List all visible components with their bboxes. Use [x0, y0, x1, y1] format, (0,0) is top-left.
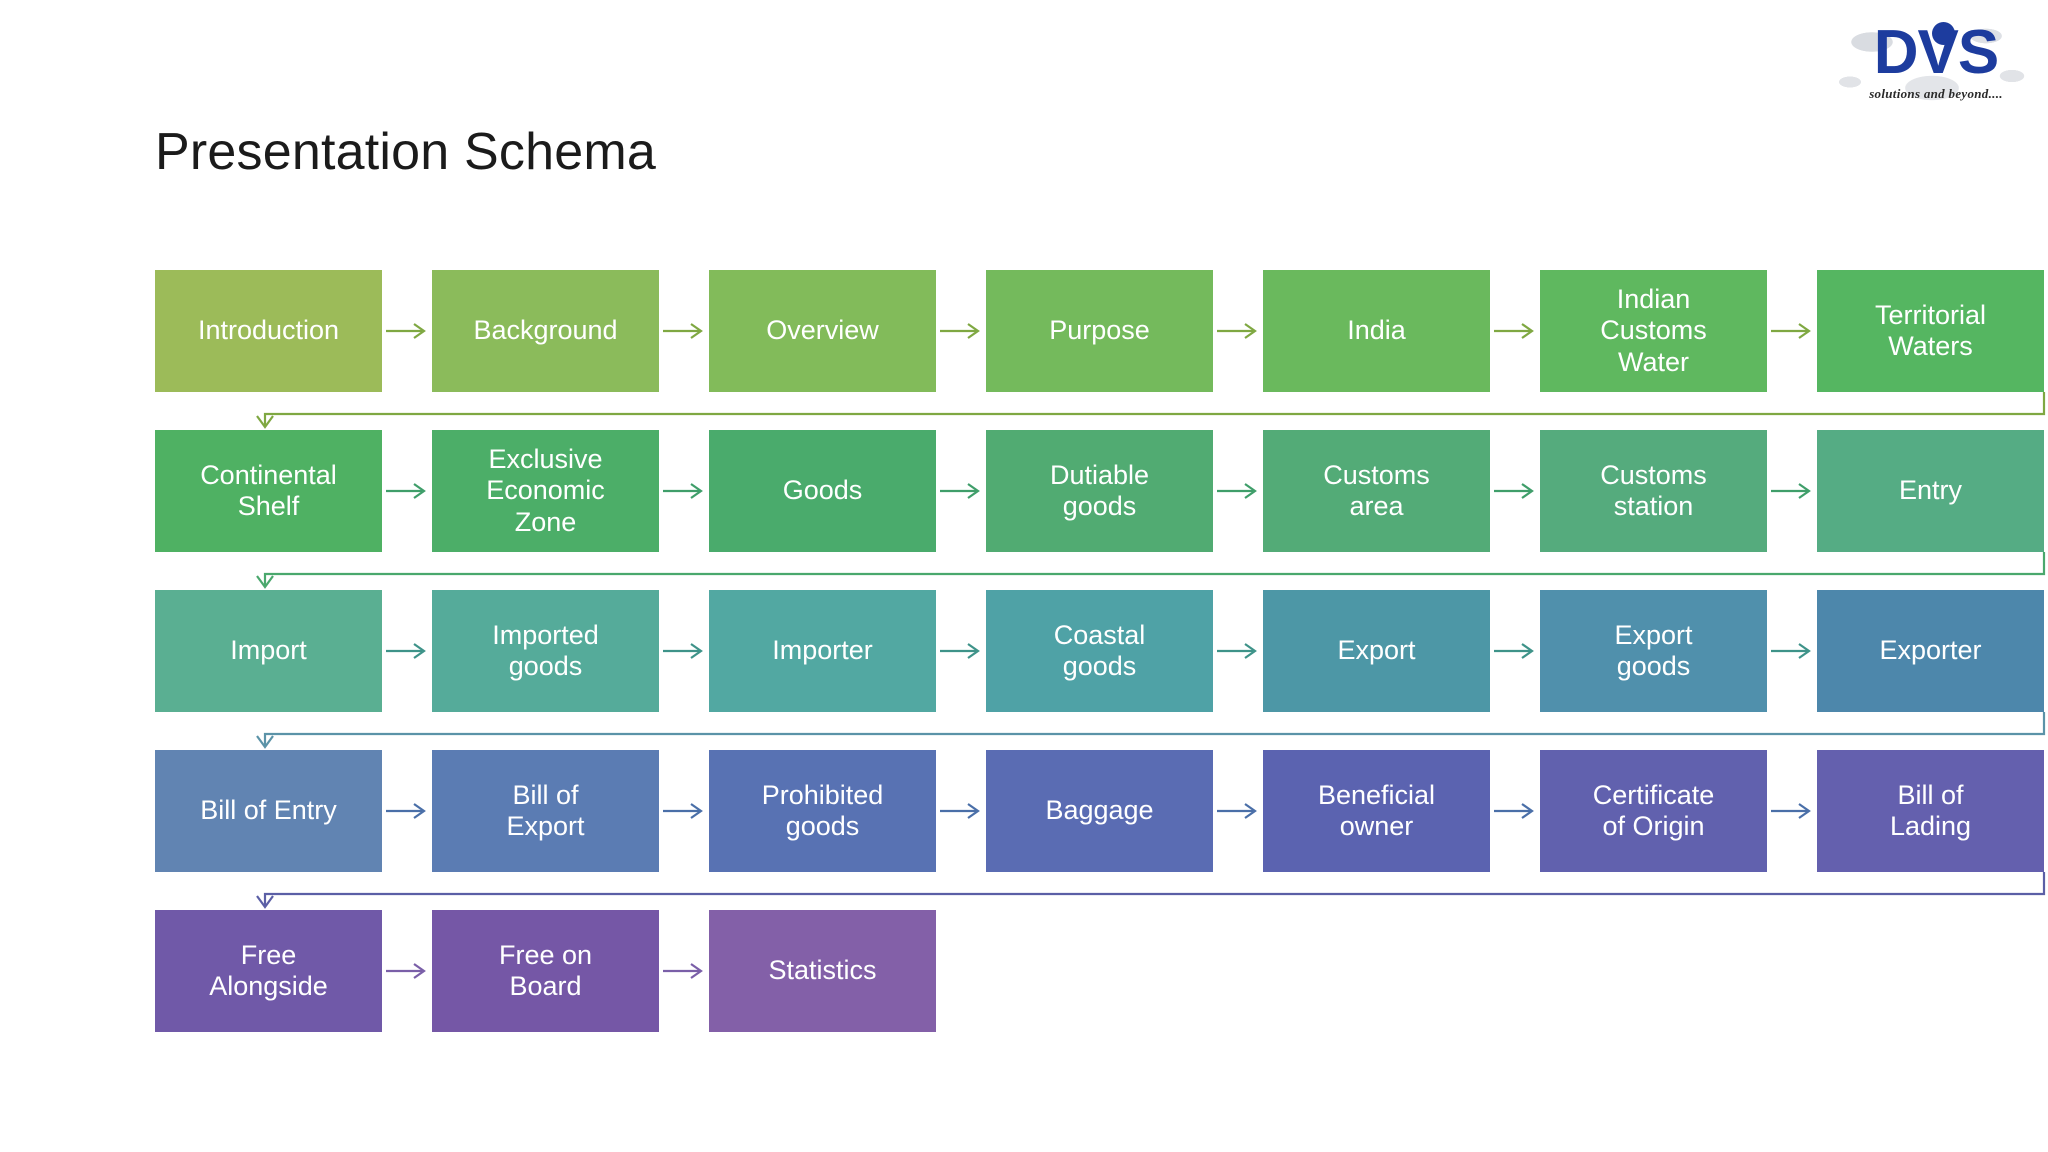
flow-arrow-icon — [659, 270, 709, 392]
flow-node[interactable]: Baggage — [986, 750, 1213, 872]
flow-node[interactable]: Bill of Lading — [1817, 750, 2044, 872]
dvs-logo: DVS solutions and beyond.... — [1836, 14, 2036, 122]
flow-node[interactable]: Importer — [709, 590, 936, 712]
flow-arrow-icon — [1490, 750, 1540, 872]
flow-node[interactable]: Entry — [1817, 430, 2044, 552]
flow-arrow-icon — [1767, 590, 1817, 712]
flow-node[interactable]: Customs station — [1540, 430, 1767, 552]
flow-arrow-icon — [1767, 430, 1817, 552]
flow-node[interactable]: Exclusive Economic Zone — [432, 430, 659, 552]
logo-tagline: solutions and beyond.... — [1869, 86, 2003, 101]
flow-arrow-icon — [1213, 430, 1263, 552]
flow-node[interactable]: Territorial Waters — [1817, 270, 2044, 392]
flow-arrow-icon — [659, 590, 709, 712]
flow-node[interactable]: Coastal goods — [986, 590, 1213, 712]
flow-node[interactable]: Purpose — [986, 270, 1213, 392]
flow-node[interactable]: Exporter — [1817, 590, 2044, 712]
flow-arrow-icon — [936, 590, 986, 712]
flow-arrow-icon — [936, 270, 986, 392]
flow-node[interactable]: Bill of Export — [432, 750, 659, 872]
flow-node[interactable]: Continental Shelf — [155, 430, 382, 552]
flow-row-4: Bill of Entry Bill of Export Prohibited go… — [155, 750, 2044, 872]
flow-node[interactable]: Introduction — [155, 270, 382, 392]
flow-arrow-icon — [1213, 590, 1263, 712]
flow-node[interactable]: Overview — [709, 270, 936, 392]
logo-dot-icon — [1932, 22, 1955, 45]
flow-node[interactable]: Goods — [709, 430, 936, 552]
page-title: Presentation Schema — [155, 123, 656, 181]
flow-row-2: Continental Shelf Exclusive Economic Zone… — [155, 430, 2044, 552]
flow-row-3: Import Imported goods Importer Coastal good… — [155, 590, 2044, 712]
flow-arrow-icon — [659, 910, 709, 1032]
flow-arrow-icon — [1213, 750, 1263, 872]
flow-row-5: Free Alongside Free on Board Statistics — [155, 910, 936, 1032]
flow-arrow-icon — [1213, 270, 1263, 392]
flow-node[interactable]: Indian Customs Water — [1540, 270, 1767, 392]
flow-row-1: Introduction Background Overview Purpose Ind… — [155, 270, 2044, 392]
flow-arrow-icon — [659, 430, 709, 552]
flow-arrow-icon — [382, 750, 432, 872]
flow-node[interactable]: Beneficial owner — [1263, 750, 1490, 872]
flow-arrow-icon — [382, 910, 432, 1032]
flow-arrow-icon — [1490, 430, 1540, 552]
flow-node[interactable]: Export goods — [1540, 590, 1767, 712]
flow-arrow-icon — [659, 750, 709, 872]
flow-arrow-icon — [382, 590, 432, 712]
flow-node[interactable]: India — [1263, 270, 1490, 392]
flow-node[interactable]: Import — [155, 590, 382, 712]
flow-arrow-icon — [936, 430, 986, 552]
flow-node[interactable]: Dutiable goods — [986, 430, 1213, 552]
flow-node[interactable]: Background — [432, 270, 659, 392]
flow-node[interactable]: Prohibited goods — [709, 750, 936, 872]
flow-arrow-icon — [382, 270, 432, 392]
flow-node[interactable]: Bill of Entry — [155, 750, 382, 872]
flow-arrow-icon — [1490, 590, 1540, 712]
flow-arrow-icon — [382, 430, 432, 552]
flow-node[interactable]: Customs area — [1263, 430, 1490, 552]
flow-node[interactable]: Certificate of Origin — [1540, 750, 1767, 872]
flow-node[interactable]: Free on Board — [432, 910, 659, 1032]
flow-arrow-icon — [1490, 270, 1540, 392]
flow-arrow-icon — [1767, 750, 1817, 872]
flow-node[interactable]: Export — [1263, 590, 1490, 712]
flow-node[interactable]: Free Alongside — [155, 910, 382, 1032]
flow-arrow-icon — [936, 750, 986, 872]
flow-arrow-icon — [1767, 270, 1817, 392]
flow-node[interactable]: Imported goods — [432, 590, 659, 712]
flow-node[interactable]: Statistics — [709, 910, 936, 1032]
